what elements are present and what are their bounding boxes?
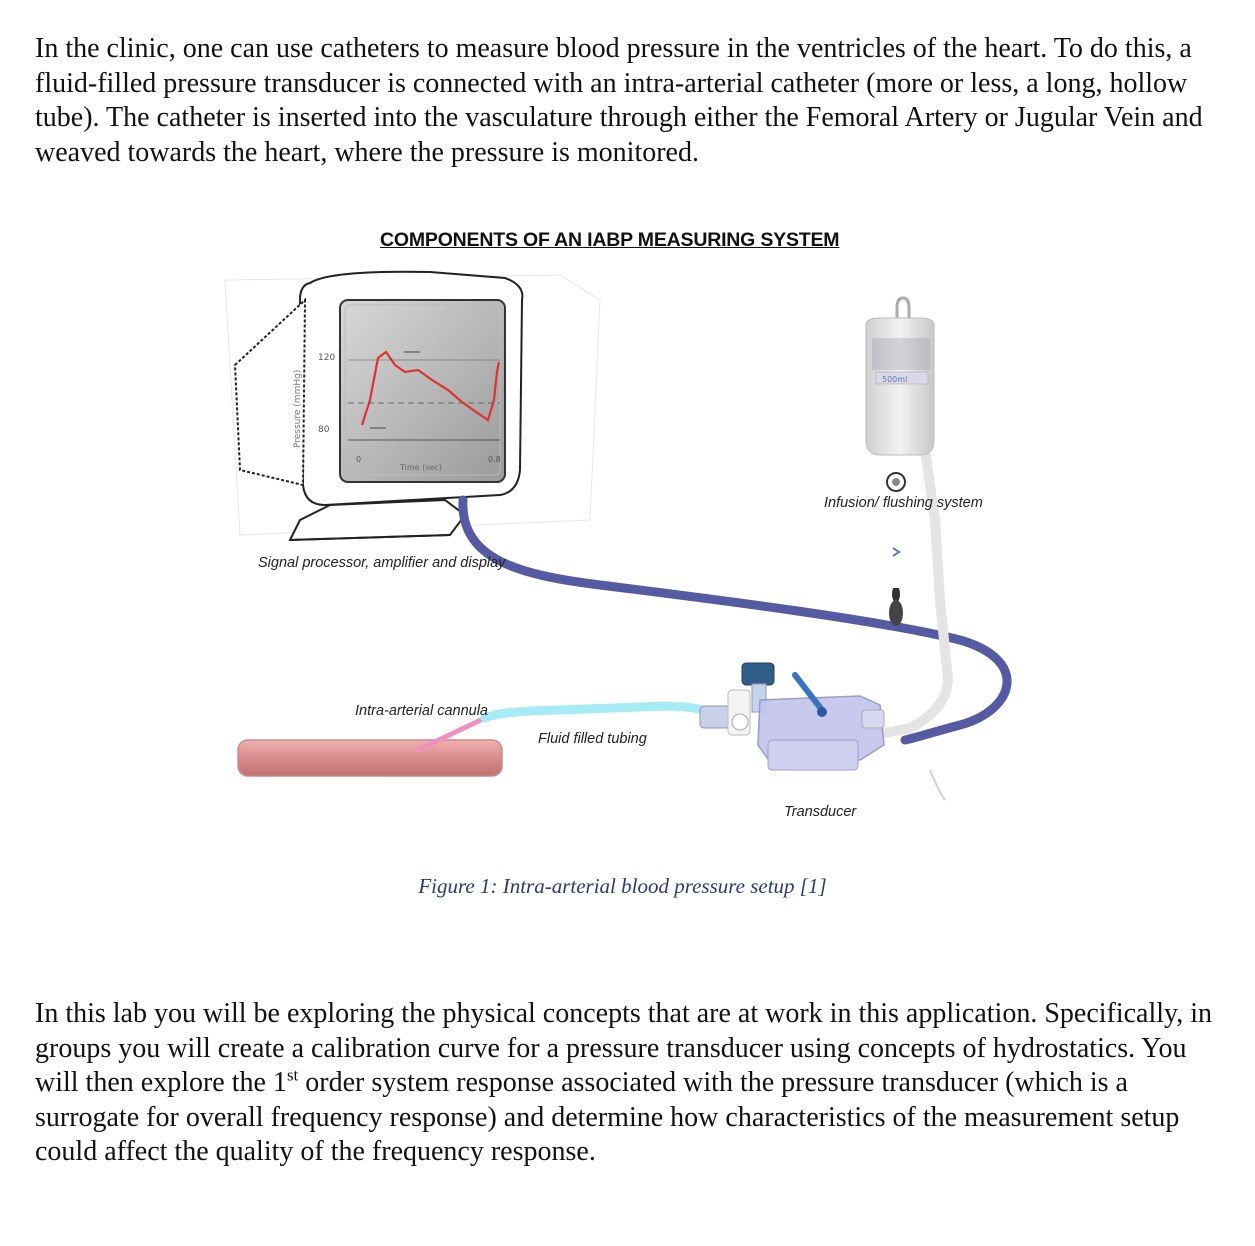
figure-caption: Figure 1: Intra-arterial blood pressure …: [418, 874, 827, 898]
label-display: Signal processor, amplifier and display: [258, 555, 506, 571]
label-transducer: Transducer: [784, 804, 857, 820]
tick-low: 80: [318, 425, 330, 435]
signal-cable: [458, 495, 1012, 745]
lab-superscript: st: [286, 1065, 299, 1085]
infusion-bag-icon: [865, 296, 935, 626]
cannula: [415, 715, 488, 753]
transducer-icon: [699, 662, 885, 771]
tick-high: 120: [318, 353, 335, 363]
artery: [237, 739, 503, 777]
infusion-line: [880, 445, 954, 738]
lab-text-2: order system response associated with th…: [35, 1067, 1180, 1167]
x-axis-label: Time (sec): [399, 463, 442, 472]
bag-volume: 500ml: [882, 375, 907, 384]
x-end: 0.8: [488, 455, 501, 464]
intro-paragraph: In the clinic, one can use catheters to …: [35, 33, 1203, 168]
label-cannula: Intra-arterial cannula: [355, 703, 488, 719]
label-infusion: Infusion/ flushing system: [824, 495, 983, 511]
x-start: 0: [356, 455, 361, 464]
y-axis-label: Pressure (mmHg): [293, 370, 303, 448]
monitor-icon: [224, 270, 601, 542]
label-tubing: Fluid filled tubing: [538, 731, 647, 747]
figure-title: COMPONENTS OF AN IABP MEASURING SYSTEM: [380, 229, 840, 251]
fluid-tubing: [480, 701, 713, 723]
lab-text-1: In this lab you will be exploring the ph…: [35, 998, 1212, 1098]
lab-paragraph: In this lab you will be exploring the ph…: [35, 997, 1220, 1170]
